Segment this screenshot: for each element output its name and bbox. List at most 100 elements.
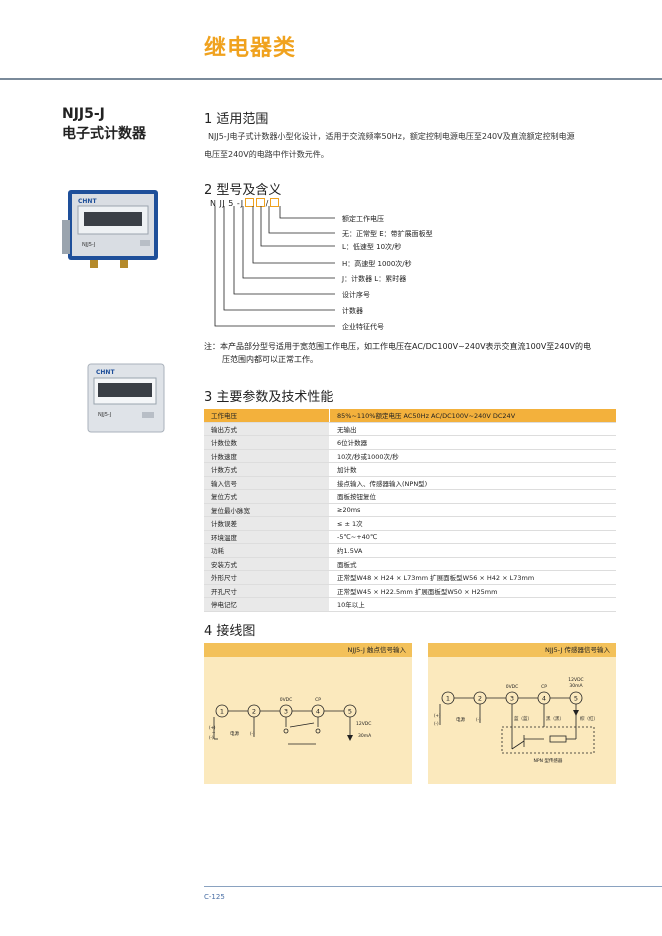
d1-30ma-label: 30mA xyxy=(358,733,372,739)
spec-value: 85%~110%额定电压 AC50Hz AC/DC100V~240V DC24V xyxy=(329,409,616,423)
d2-30ma-label: 30mA xyxy=(569,683,583,689)
table-row: 外形尺寸正常型W48 × H24 × L73mm 扩展面板型W56 × H42 … xyxy=(204,570,616,585)
diagram-2-title: NJJ5-J 传感器信号输入 xyxy=(428,643,616,657)
d2-brown-label: 棕（红） xyxy=(580,715,598,722)
d1-ovdc-label: 0VDC xyxy=(280,697,293,703)
table-row: 开孔尺寸正常型W45 × H22.5mm 扩展面板型W50 × H25mm xyxy=(204,584,616,598)
spec-value: 约1.5VA xyxy=(329,543,616,558)
category-title: 继电器类 xyxy=(204,36,297,61)
d2-black-label: 黑（黑） xyxy=(546,716,564,722)
section-1-line-1: NJJ5-J电子式计数器小型化设计，适用于交流频率50Hz，额定控制电源电压至2… xyxy=(208,132,575,141)
model-label-voltage: 额定工作电压 xyxy=(342,215,384,223)
d2-ovdc-label: 0VDC xyxy=(506,684,519,690)
spec-key: 开孔尺寸 xyxy=(204,584,330,598)
product-photo-panel: CHNT NJJ5-J xyxy=(87,363,165,433)
d1-minus-label: (-) xyxy=(209,735,214,740)
note-line-2: 压范围内都可以正常工作。 xyxy=(222,355,318,364)
d2-npn-label: NPN 型传感器 xyxy=(534,757,563,764)
page-number: C-125 xyxy=(204,893,225,901)
diagram-1-title: NJJ5-J 触点信号输入 xyxy=(204,643,412,657)
model-box-1 xyxy=(244,198,254,207)
spec-value: 面板按钮复位 xyxy=(329,489,616,504)
d2-minus-label: (-) xyxy=(434,721,439,726)
spec-key: 工作电压 xyxy=(204,409,330,423)
product-name: NJJ5-J 电子式计数器 xyxy=(62,104,146,144)
d1-tilde-label: ~ xyxy=(212,730,215,735)
table-row: 计数方式加计数 xyxy=(204,462,616,477)
table-row: 输出方式无输出 xyxy=(204,422,616,436)
d2-plus-label: (+) xyxy=(434,713,441,718)
note-line-1: 注：本产品部分型号适用于宽范围工作电压，如工作电压在AC/DC100V~240V… xyxy=(204,342,592,351)
section-4-title: 4 接线图 xyxy=(204,624,256,639)
spec-key: 安装方式 xyxy=(204,557,330,571)
model-label-high-speed: H：高速型 1000次/秒 xyxy=(342,260,412,268)
spec-value: 无输出 xyxy=(329,422,616,436)
d2-blue-label: 蓝（蓝） xyxy=(514,715,532,722)
spec-value: 正常型W48 × H24 × L73mm 扩展面板型W56 × H42 × L7… xyxy=(329,570,616,585)
d1-terminal-4: 4 xyxy=(316,708,320,716)
model-label-counter: 计数器 xyxy=(342,307,363,315)
product-photo-standard: CHNT NJJ5-J xyxy=(62,190,158,268)
d2-terminal-4: 4 xyxy=(542,695,546,703)
wiring-diagram-contact: NJJ5-J 触点信号输入 1 2 3 4 5 0VDC CP 12VDC xyxy=(204,643,412,784)
model-label-panel: 无：正常型 E：带扩展面板型 xyxy=(342,230,433,238)
d1-terminal-3: 3 xyxy=(284,708,288,716)
spec-key: 输出方式 xyxy=(204,422,330,436)
spec-key: 输入信号 xyxy=(204,476,330,490)
spec-value: 面板式 xyxy=(329,557,616,571)
diagram-1-drawing: 1 2 3 4 5 0VDC CP 12VDC 30mA (+) ~ (-) 电… xyxy=(209,697,372,745)
model-label-low-speed: L：低速型 10次/秒 xyxy=(342,243,402,251)
photo2-label: NJJ5-J xyxy=(98,412,111,418)
model-lines xyxy=(214,206,335,327)
d1-plus-label: (+) xyxy=(209,725,216,730)
photo1-brand: CHNT xyxy=(78,198,97,205)
spec-key: 计数位数 xyxy=(204,435,330,450)
model-note: 注：本产品部分型号适用于宽范围工作电压，如工作电压在AC/DC100V~240V… xyxy=(204,340,614,366)
section-1-text: NJJ5-J电子式计数器小型化设计，适用于交流频率50Hz，额定控制电源电压至2… xyxy=(204,128,616,164)
table-row: 功耗约1.5VA xyxy=(204,543,616,558)
d2-minus-label-2: (-) xyxy=(476,717,481,722)
d1-12vdc-label: 12VDC xyxy=(356,721,371,727)
spec-key: 功耗 xyxy=(204,543,330,558)
d2-power-label: 电源 xyxy=(456,716,465,723)
section-1-line-2: 电压至240V的电路中作计数元件。 xyxy=(204,150,329,159)
model-box-2 xyxy=(255,198,265,207)
spec-key: 停电记忆 xyxy=(204,597,330,612)
section-3-title: 3 主要参数及技术性能 xyxy=(204,390,334,405)
model-box-3 xyxy=(269,198,279,207)
spec-value: 正常型W45 × H22.5mm 扩展面板型W50 × H25mm xyxy=(329,584,616,598)
d2-terminal-1: 1 xyxy=(446,695,450,703)
model-label-company: 企业特征代号 xyxy=(342,323,384,331)
spec-value: -5℃~+40℃ xyxy=(329,530,616,544)
d2-terminal-5: 5 xyxy=(574,695,578,703)
spec-key: 复位方式 xyxy=(204,489,330,504)
header-divider xyxy=(0,78,662,80)
table-row: 复位最小脉宽≥20ms xyxy=(204,503,616,517)
wiring-diagram-sensor: NJJ5-J 传感器信号输入 1 2 3 4 5 0VDC CP xyxy=(428,643,616,784)
model-code: N JJ 5 -J/ xyxy=(210,198,280,208)
spec-key: 计数方式 xyxy=(204,462,330,477)
d1-terminal-1: 1 xyxy=(220,708,224,716)
spec-key: 外形尺寸 xyxy=(204,570,330,585)
spec-key: 计数误差 xyxy=(204,516,330,531)
spec-key: 环境温度 xyxy=(204,530,330,544)
spec-key: 复位最小脉宽 xyxy=(204,503,330,517)
section-1-title: 1 适用范围 xyxy=(204,112,269,127)
photo1-label: NJJ5-J xyxy=(82,242,95,248)
model-code-text: N JJ 5 -J xyxy=(210,199,244,208)
footer-divider xyxy=(204,886,662,887)
table-row: 输入信号接点输入、传感器输入(NPN型) xyxy=(204,476,616,490)
spec-value: 10次/秒或1000次/秒 xyxy=(329,449,616,463)
table-row: 复位方式面板按钮复位 xyxy=(204,489,616,504)
d1-terminal-2: 2 xyxy=(252,708,256,716)
spec-value: 10年以上 xyxy=(329,597,616,612)
diagram-2-drawing: 1 2 3 4 5 0VDC CP 12VDC 30mA (+) (-) 电源 … xyxy=(434,677,598,764)
d1-power-label: 电源 xyxy=(230,730,239,737)
d1-terminal-5: 5 xyxy=(348,708,352,716)
spec-value: 接点输入、传感器输入(NPN型) xyxy=(329,476,616,490)
model-label-type: J：计数器 L：累时器 xyxy=(342,275,407,283)
spec-value: ≥20ms xyxy=(329,503,616,517)
